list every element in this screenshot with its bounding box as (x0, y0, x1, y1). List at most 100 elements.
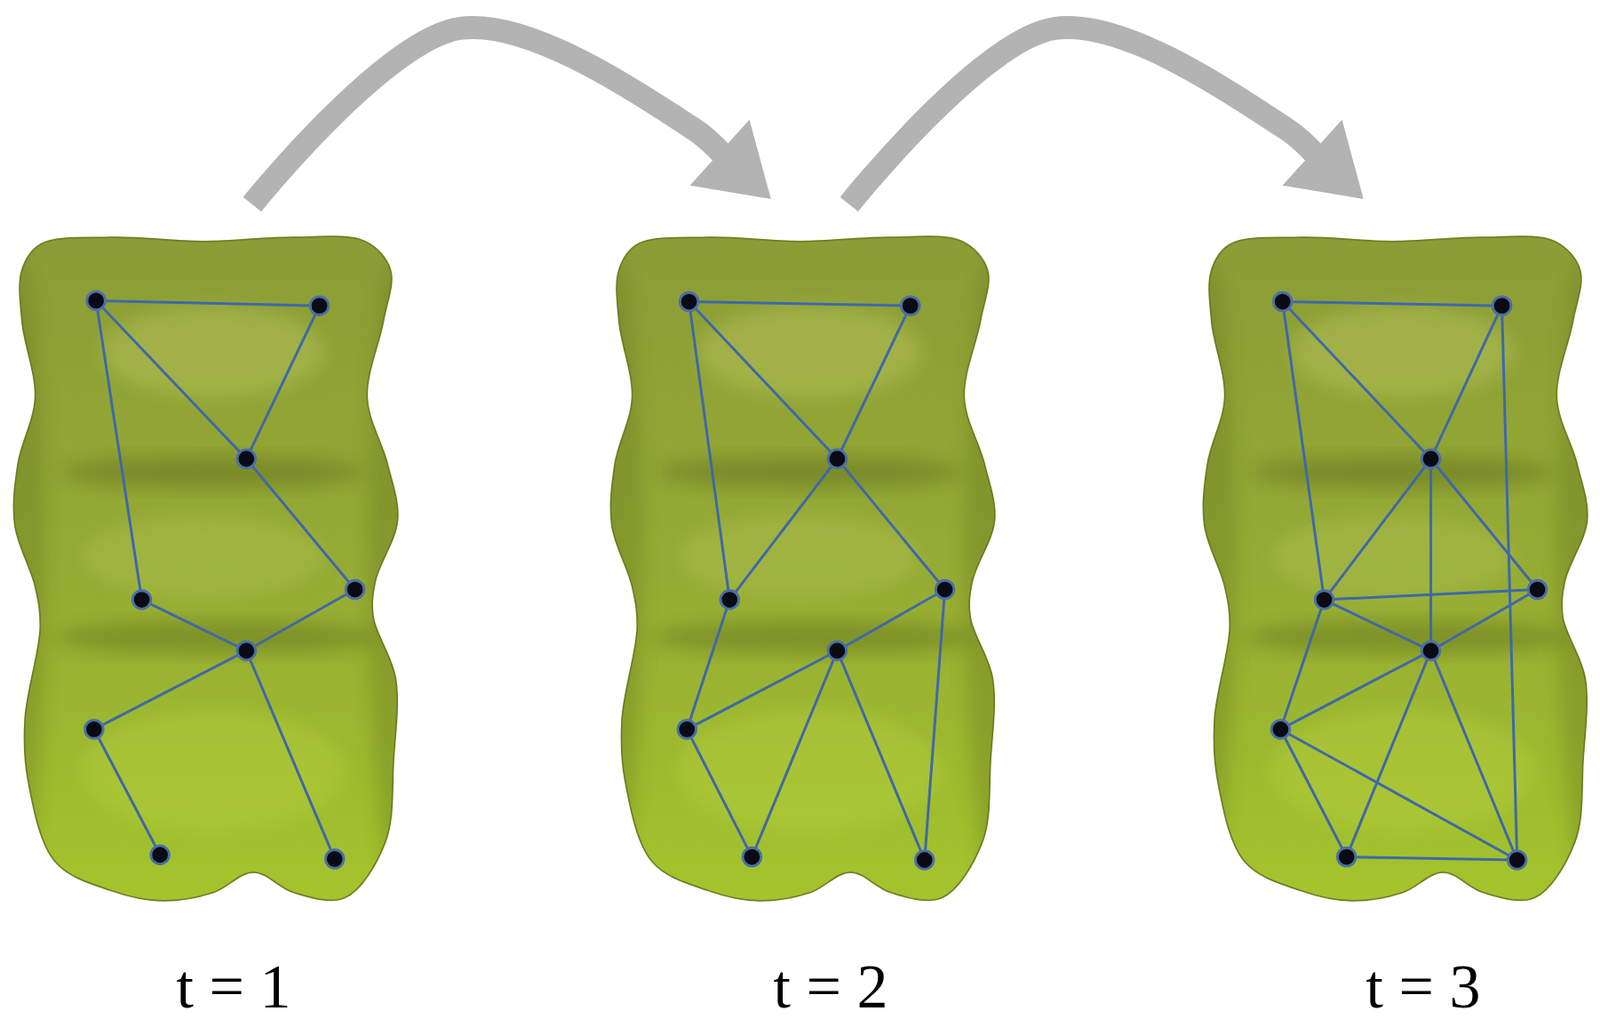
bear-shading (1199, 259, 1591, 872)
bear-shade (1270, 708, 1535, 832)
bear-node: t = 1 (9, 229, 401, 1019)
bear-shade (1270, 515, 1514, 598)
bear-shade (652, 620, 978, 654)
gummy-bear-illustration (1199, 229, 1591, 908)
bear-shade (80, 515, 325, 598)
graph-edge (751, 650, 837, 857)
graph-edge (729, 458, 837, 600)
bear-shade (677, 515, 922, 598)
graph-edge (1346, 857, 1518, 860)
graph-vertex (1421, 641, 1441, 661)
graph-edge (1324, 458, 1432, 600)
graph-vertex (310, 296, 329, 316)
graph-edges (686, 302, 945, 860)
graph-edge (1282, 302, 1432, 460)
graph-vertices (677, 292, 955, 869)
graph-vertex (151, 845, 170, 865)
bear-shade (657, 455, 963, 489)
graph-edge (94, 729, 160, 855)
bear-node: t = 2 (606, 229, 998, 1019)
graph-vertex (1507, 851, 1527, 870)
graph-vertex (742, 847, 762, 867)
time-label: t = 3 (1199, 955, 1591, 1019)
graph-vertex (827, 641, 847, 661)
graph-edge (142, 599, 247, 651)
bear-shade (80, 708, 345, 832)
graph-vertex (345, 580, 365, 599)
graph-edge (94, 650, 247, 729)
arrow-shaft (849, 27, 1320, 205)
graph-edge (95, 300, 247, 459)
bear-shading (606, 259, 998, 872)
arrow-shaft (252, 27, 727, 205)
progress-arrow (849, 27, 1364, 205)
bear-body (1202, 236, 1587, 901)
graph-vertex (1337, 847, 1356, 867)
graph-vertex (679, 292, 699, 311)
graph-edges (94, 300, 356, 859)
graph-edge (924, 589, 946, 860)
bear-body (13, 236, 398, 901)
graph-edge (689, 302, 911, 307)
graph-edge (246, 589, 355, 652)
graph-edges (1280, 302, 1537, 860)
graph-edge (1280, 650, 1431, 729)
graph-vertex (237, 641, 256, 661)
graph-edge (686, 729, 752, 858)
graph-vertex (87, 291, 106, 311)
arrow-head (690, 119, 772, 200)
graph-vertex (677, 720, 697, 740)
graph-edge (686, 650, 837, 729)
graph-vertex (132, 590, 152, 610)
graph-vertex (1492, 296, 1512, 316)
graph-edge (836, 458, 945, 590)
graph-edge (836, 589, 945, 652)
graph-edge (1346, 650, 1432, 857)
graph-edge (1324, 589, 1538, 600)
graph-vertex (1528, 580, 1547, 599)
bear-shade (1557, 259, 1591, 872)
gummy-bear-illustration (9, 229, 401, 908)
bear-shade (1244, 620, 1570, 654)
graph-edge (689, 302, 838, 460)
graph-edge (1282, 302, 1503, 307)
graph-vertex (935, 580, 955, 599)
graph-edge (1431, 305, 1503, 459)
graph-edge (1280, 729, 1517, 860)
graph-edge (1282, 302, 1325, 600)
graph-vertex (1421, 449, 1441, 469)
bear-shade (606, 259, 643, 872)
graph-edge (1431, 458, 1538, 590)
bear-shade (9, 259, 46, 872)
graph-vertex (720, 590, 740, 610)
graph-edge (836, 305, 910, 459)
graph-edge (246, 305, 319, 459)
bear-shade (367, 259, 401, 872)
graph-vertex (1314, 590, 1334, 610)
time-label: t = 2 (606, 955, 998, 1019)
graph-edge (1502, 305, 1518, 860)
graph-edge (1431, 650, 1518, 860)
graph-edge (1429, 458, 1433, 651)
graph-vertices (1271, 292, 1547, 869)
time-label: t = 1 (9, 955, 401, 1019)
bear-shade (677, 708, 942, 832)
graph-vertices (85, 291, 365, 868)
progress-arrow (252, 27, 772, 205)
graph-vertex (1273, 292, 1292, 311)
graph-edge (246, 650, 335, 859)
gummy-bear-illustration (606, 229, 998, 908)
bear-node: t = 3 (1199, 229, 1591, 1019)
bear-shade (1249, 455, 1555, 489)
graph-vertex (85, 720, 104, 740)
graph-vertex (900, 296, 920, 316)
bear-body (610, 236, 995, 901)
graph-edge (1280, 729, 1346, 858)
bear-shade (60, 455, 366, 489)
graph-edge (95, 300, 319, 306)
graph-edge (689, 302, 731, 600)
graph-edge (95, 300, 142, 600)
graph-vertex (915, 851, 934, 870)
graph-edge (246, 458, 355, 590)
